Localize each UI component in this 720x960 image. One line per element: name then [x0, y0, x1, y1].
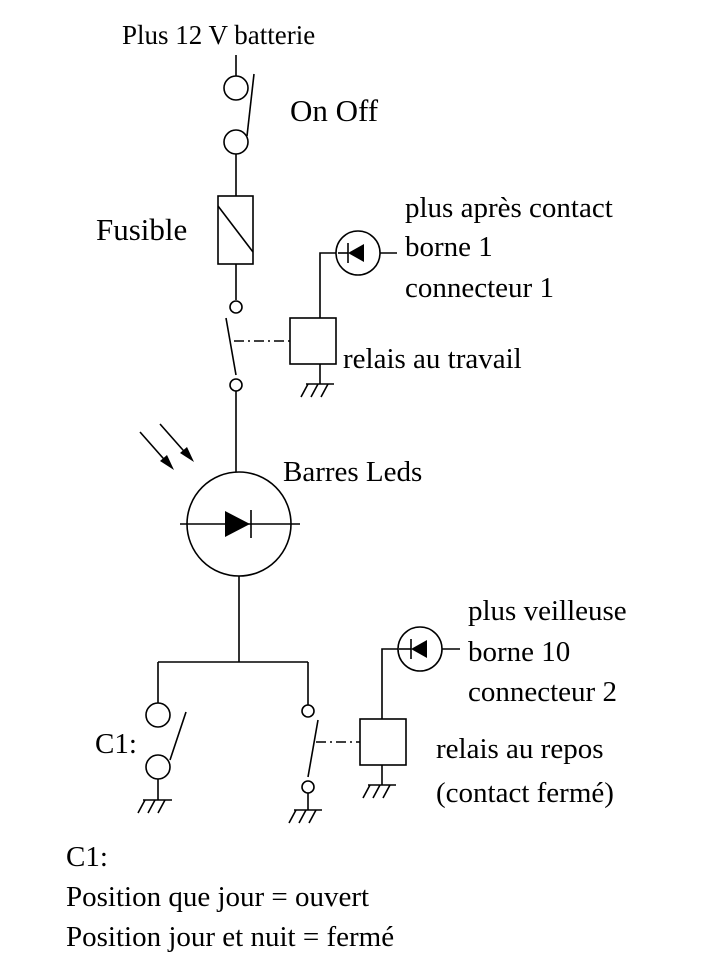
fuse-diagonal: [217, 205, 254, 253]
relay-rest-contact-blade: [307, 719, 319, 778]
acc-label-line1: plus après contact: [405, 192, 613, 224]
relay-rest-label-line2: (contact fermé): [436, 777, 614, 809]
relay-work-label: relais au travail: [343, 343, 522, 375]
relay-rest-label-line1: relais au repos: [436, 733, 604, 765]
relay-rest-coil: [359, 718, 407, 766]
c1-side-label: C1:: [95, 728, 137, 760]
c1-terminal-top: [145, 702, 171, 728]
relay-work-contact-bottom: [229, 378, 243, 392]
acc-feed-diode-triangle: [348, 244, 364, 262]
night-feed-diode-triangle: [411, 640, 427, 658]
relay-work-contact-blade: [225, 317, 237, 376]
acc-label-line2: borne 1: [405, 231, 493, 263]
relay-work-ground-icon: [300, 383, 334, 398]
battery-label: Plus 12 V batterie: [122, 20, 315, 50]
c1-switch-blade: [169, 711, 187, 761]
wire-night-to-relay-rest: [381, 648, 399, 719]
switch-label: On Off: [290, 93, 379, 128]
on-off-terminal-top: [223, 75, 249, 101]
c1-ground-icon: [137, 799, 172, 814]
on-off-terminal-bottom: [223, 129, 249, 155]
night-label-line1: plus veilleuse: [468, 595, 627, 627]
c1-terminal-bottom: [145, 754, 171, 780]
relay-work-coil: [289, 317, 337, 365]
relay-rest-contact-bottom: [301, 780, 315, 794]
note-line1: Position que jour = ouvert: [66, 881, 369, 913]
light-emission-arrows-icon: [139, 423, 194, 470]
note-line2: Position jour et nuit = fermé: [66, 921, 394, 953]
fuse-label: Fusible: [96, 212, 187, 247]
relay-rest-coil-ground-icon: [362, 784, 396, 799]
led-diode-triangle: [225, 511, 250, 537]
led-label: Barres Leds: [283, 456, 422, 488]
on-off-switch-blade: [246, 73, 255, 137]
note-title: C1:: [66, 841, 108, 873]
acc-label-line3: connecteur 1: [405, 272, 554, 304]
night-label-line2: borne 10: [468, 636, 570, 668]
wire-acc-to-relay-work: [319, 252, 336, 318]
relay-rest-contact-top: [301, 704, 315, 718]
relay-rest-contact-ground-icon: [288, 809, 322, 824]
relay-work-contact-top: [229, 300, 243, 314]
night-label-line3: connecteur 2: [468, 676, 617, 708]
